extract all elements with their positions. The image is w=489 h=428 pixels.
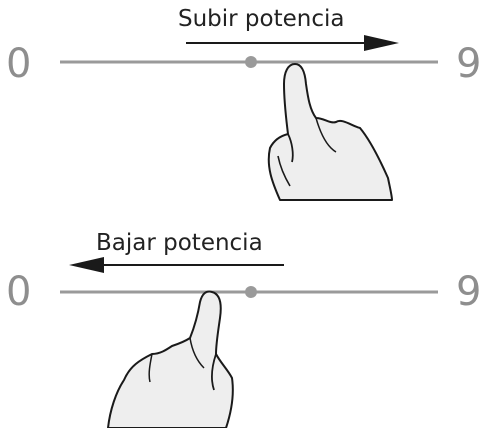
scale-max-label: 9 [456, 41, 482, 87]
arrow-left-icon [69, 257, 284, 273]
scale-midpoint-dot [245, 286, 257, 298]
increase-power-panel: Subir potencia 0 9 [6, 6, 482, 201]
decrease-power-caption: Bajar potencia [96, 230, 263, 256]
scale-min-label: 0 [6, 269, 32, 315]
scale-midpoint-dot [245, 56, 257, 68]
arrow-right-icon [186, 35, 399, 51]
scale-max-label: 9 [456, 269, 482, 315]
finger-touch-icon [107, 290, 234, 428]
decrease-power-panel: Bajar potencia 0 9 [0, 214, 489, 428]
increase-power-caption: Subir potencia [178, 6, 345, 32]
finger-touch-icon [267, 63, 393, 201]
decrease-power-illustration [60, 257, 438, 428]
increase-power-illustration [60, 35, 438, 201]
scale-min-label: 0 [6, 41, 32, 87]
